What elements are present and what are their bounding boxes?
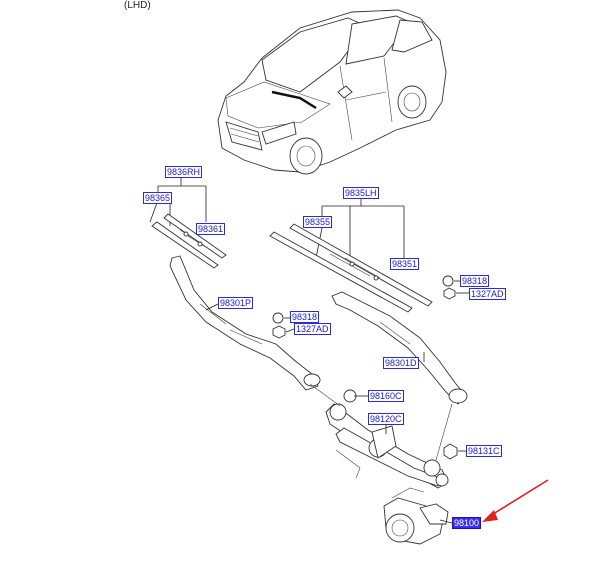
part-label-98301d[interactable]: 98301D — [383, 357, 419, 369]
part-label-98160c[interactable]: 98160C — [368, 390, 404, 402]
part-label-1327ad-right[interactable]: 1327AD — [469, 288, 506, 300]
leader-lines — [205, 280, 470, 524]
part-label-98100-selected[interactable]: 98100 — [452, 517, 482, 529]
part-label-98120c[interactable]: 98120C — [368, 413, 404, 425]
part-label-1327ad-left[interactable]: 1327AD — [294, 323, 331, 335]
part-label-98365[interactable]: 98365 — [143, 192, 173, 204]
part-label-9835lh[interactable]: 9835LH — [343, 187, 379, 199]
vehicle-illustration — [217, 9, 447, 175]
variant-label: (LHD) — [124, 0, 151, 11]
part-label-98318-right[interactable]: 98318 — [460, 275, 490, 287]
part-label-98351[interactable]: 98351 — [390, 258, 420, 270]
lh-wiper-arm — [331, 291, 468, 405]
part-label-98131c[interactable]: 98131C — [466, 445, 502, 457]
part-label-98355[interactable]: 98355 — [303, 216, 333, 228]
part-label-9836rh[interactable]: 9836RH — [165, 166, 203, 178]
rh-blade-assembly — [149, 176, 227, 269]
wiper-linkage — [309, 383, 453, 489]
part-label-98361[interactable]: 98361 — [196, 223, 226, 235]
wiper-motor — [383, 487, 449, 545]
part-label-98301p[interactable]: 98301P — [218, 297, 254, 309]
part-label-98318-left[interactable]: 98318 — [290, 311, 320, 323]
arm-nuts — [272, 275, 458, 460]
rh-wiper-arm — [169, 255, 321, 391]
lh-blade-assembly — [269, 198, 433, 313]
red-arrow-icon — [482, 479, 549, 522]
